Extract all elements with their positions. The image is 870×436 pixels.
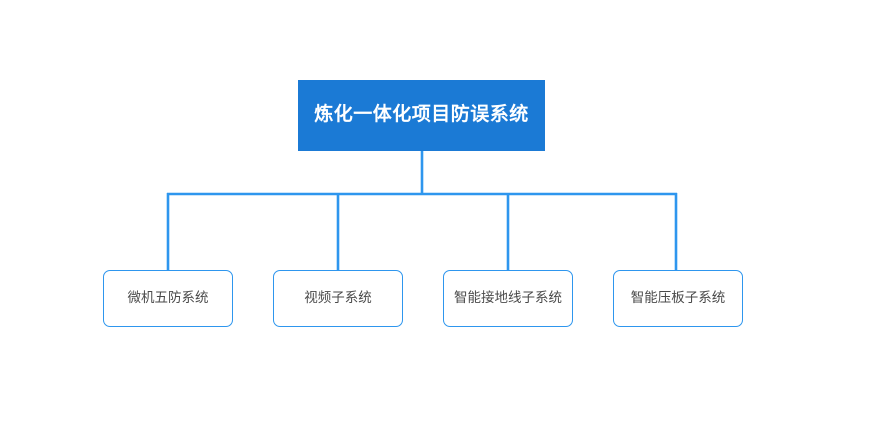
child-node-4[interactable]: 智能压板子系统 xyxy=(613,270,743,327)
child-node-3-label: 智能接地线子系统 xyxy=(454,290,562,306)
child-node-2[interactable]: 视频子系统 xyxy=(273,270,403,327)
child-node-2-label: 视频子系统 xyxy=(304,290,372,306)
root-node[interactable]: 炼化一体化项目防误系统 xyxy=(298,80,545,151)
child-node-1[interactable]: 微机五防系统 xyxy=(103,270,233,327)
child-node-1-label: 微机五防系统 xyxy=(127,290,209,306)
child-node-3[interactable]: 智能接地线子系统 xyxy=(443,270,573,327)
root-node-label: 炼化一体化项目防误系统 xyxy=(314,104,529,126)
child-node-4-label: 智能压板子系统 xyxy=(630,290,726,306)
